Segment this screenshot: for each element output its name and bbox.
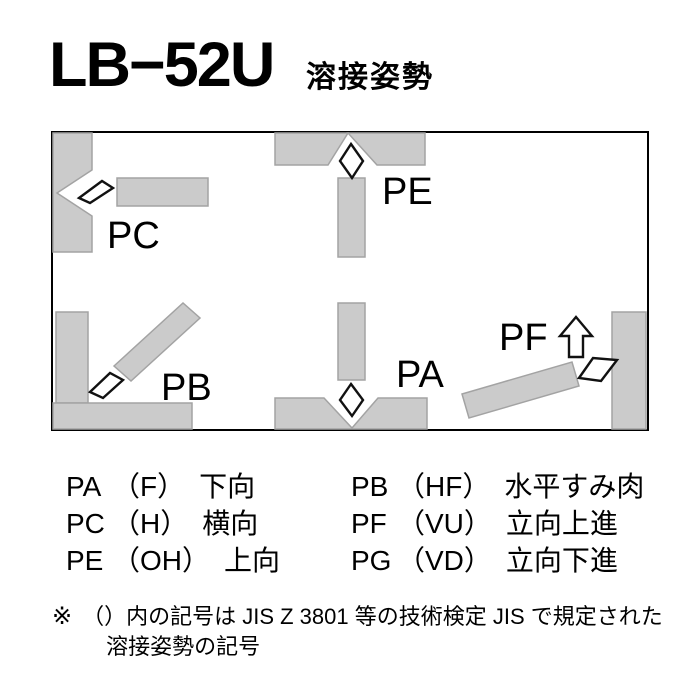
pc-electrode [116, 177, 209, 207]
jis-symbol: （H） [112, 508, 189, 539]
pb-horizontal-plate [52, 402, 193, 430]
jis-symbol: （VD） [397, 545, 492, 576]
diagram-frame [51, 131, 649, 431]
footnote-line1: （）内の記号は JIS Z 3801 等の技術検定 JIS で規定された [82, 604, 663, 629]
jis-symbol: （VU） [397, 508, 492, 539]
pc-label: PC [107, 215, 160, 257]
product-title: LB−52U [49, 30, 275, 100]
position-name: 水平すみ肉 [504, 471, 645, 502]
pa-electrode-tip-icon [338, 381, 365, 419]
pc-groove-plate [52, 132, 93, 253]
jis-symbol: （F） [112, 471, 186, 502]
pb-electrode-tip-icon [87, 371, 126, 400]
pb-vertical-plate [55, 311, 89, 404]
footnote-text: （）内の記号は JIS Z 3801 等の技術検定 JIS で規定された 溶接姿… [82, 602, 663, 662]
footnote: ※ （）内の記号は JIS Z 3801 等の技術検定 JIS で規定された 溶… [52, 602, 663, 662]
position-code: PE [66, 545, 104, 576]
pf-electrode [461, 361, 580, 419]
pa-groove-plate [274, 397, 428, 430]
position-name: 横向 [202, 508, 259, 539]
pf-up-direction-arrow-icon [557, 315, 595, 359]
legend-row-pc: PC（H） 横向 [66, 505, 280, 542]
legend-left-column: PA （F） 下向 PC（H） 横向 PE （OH） 上向 [66, 468, 280, 579]
position-code: PF [351, 508, 387, 539]
position-code: PG [351, 545, 392, 576]
pf-label: PF [499, 317, 548, 359]
page-subtitle: 溶接姿勢 [306, 61, 434, 94]
position-name: 下向 [199, 471, 256, 502]
pb-electrode [112, 301, 202, 383]
legend-row-pe: PE （OH） 上向 [66, 542, 280, 579]
pe-groove-plate-left [274, 132, 350, 166]
pf-electrode-tip-icon [576, 356, 620, 383]
position-code: PB [351, 471, 389, 502]
legend-right-column: PB （HF） 水平すみ肉 PF （VU） 立向上進 PG（VD） 立向下進 [351, 468, 644, 579]
pc-electrode-tip-icon [76, 179, 116, 205]
legend-row-pa: PA （F） 下向 [66, 468, 280, 505]
position-name: 上向 [224, 545, 281, 576]
pe-label: PE [382, 171, 433, 213]
footnote-line2: 溶接姿勢の記号 [106, 634, 261, 659]
position-name: 立向上進 [505, 508, 618, 539]
pa-label: PA [396, 354, 445, 396]
reference-mark: ※ [52, 603, 73, 630]
jis-symbol: （HF） [397, 471, 491, 502]
legend-row-pg: PG（VD） 立向下進 [351, 542, 644, 579]
pe-electrode [337, 177, 366, 258]
legend-row-pf: PF （VU） 立向上進 [351, 505, 644, 542]
position-code: PC [66, 508, 105, 539]
pe-groove-plate-right [346, 132, 426, 166]
pf-vertical-plate [611, 311, 647, 430]
legend-row-pb: PB （HF） 水平すみ肉 [351, 468, 644, 505]
position-name: 立向下進 [505, 545, 618, 576]
jis-symbol: （OH） [112, 545, 211, 576]
pa-electrode [337, 302, 366, 381]
position-code: PA [66, 471, 102, 502]
pb-label: PB [161, 367, 212, 409]
pe-electrode-tip-icon [338, 141, 365, 181]
